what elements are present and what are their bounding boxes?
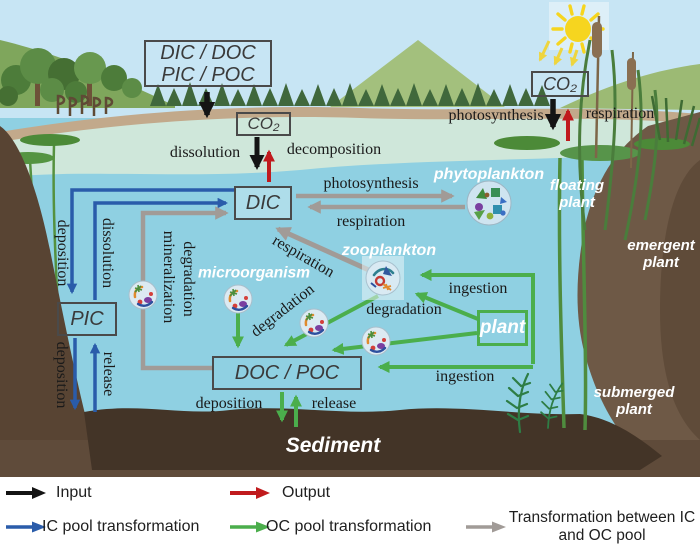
zooplankton-icon xyxy=(364,259,402,297)
label-deposition-pic-sediment: deposition xyxy=(53,341,70,409)
surface-pool-line1: DIC / DOC xyxy=(160,41,256,64)
dic-pool-box: DIC xyxy=(234,186,292,220)
legend-ic-oc-arrow xyxy=(466,521,506,533)
label-ingestion-zooplankton: ingestion xyxy=(448,280,508,297)
label-degradation-gray: degradation xyxy=(180,241,197,317)
pic-pool-box: PIC xyxy=(57,302,117,336)
microorganism-icon xyxy=(298,307,330,339)
label-respiration-air: respiration xyxy=(585,105,655,122)
label-microorganism: microorganism xyxy=(198,264,310,282)
arrow-plant-to-zooplankton-degradation xyxy=(414,292,479,321)
plant-box: plant xyxy=(477,310,528,346)
tree-cluster xyxy=(0,48,142,116)
arrow-zooplankton-to-dic-respiration xyxy=(275,226,373,274)
label-zooplankton: zooplankton xyxy=(341,242,437,260)
legend-output-label: Output xyxy=(282,484,331,501)
co2-lake-surface-box: CO₂ xyxy=(531,71,589,97)
phytoplankton-icon xyxy=(466,180,512,226)
co2-atmosphere-box: CO₂ xyxy=(236,112,291,136)
legend-oc-arrow xyxy=(230,521,270,533)
label-decomposition: decomposition xyxy=(286,141,382,158)
arrow-dic-to-pic-deposition xyxy=(66,188,234,295)
label-phytoplankton: phytoplankton xyxy=(433,166,545,184)
scene-graphics xyxy=(0,0,700,477)
label-deposition-doc: deposition xyxy=(195,395,263,412)
label-photosynthesis-air: photosynthesis xyxy=(448,107,544,124)
label-degradation-plant: degradation xyxy=(366,301,442,318)
surface-pool-line2: PIC / POC xyxy=(161,63,255,86)
lake-diagram-scene: DIC / DOC PIC / POC CO₂ CO₂ DIC PIC DOC … xyxy=(0,0,700,477)
label-dissolution: dissolution xyxy=(169,144,241,161)
label-release-pic: release xyxy=(100,351,117,397)
label-release-doc: release xyxy=(311,395,357,412)
label-submerged-plant: submerged plant xyxy=(593,384,675,418)
legend-output-arrow xyxy=(230,487,270,499)
label-respiration: respiration xyxy=(336,213,406,230)
label-ingestion-doc: ingestion xyxy=(435,368,495,385)
label-deposition-dic-pic: deposition xyxy=(54,219,71,287)
legend-input-arrow xyxy=(6,487,46,499)
legend-ic-oc-label: Transformation between IC and OC pool xyxy=(508,509,696,544)
legend-input-label: Input xyxy=(56,484,92,501)
doc-poc-pool-box: DOC / POC xyxy=(212,356,362,390)
legend: Input Output IC pool transformation OC p… xyxy=(0,477,700,548)
label-photosynthesis: photosynthesis xyxy=(323,175,419,192)
legend-ic-arrow xyxy=(6,521,46,533)
arrow-plant-to-doc-degradation xyxy=(331,331,478,355)
microorganism-icon xyxy=(222,283,254,315)
sediment-bed xyxy=(0,408,700,477)
cattail-plants xyxy=(578,15,700,241)
flow-arrows xyxy=(66,92,574,427)
label-emergent-plant: emergent plant xyxy=(627,237,695,271)
legend-oc-label: OC pool transformation xyxy=(266,518,432,535)
sunlight-arrows xyxy=(538,40,579,67)
legend-ic-label: IC pool transformation xyxy=(42,518,200,535)
label-mineralization: mineralization xyxy=(160,230,177,324)
microorganism-icon xyxy=(360,325,392,357)
label-sediment: Sediment xyxy=(285,434,381,458)
label-dissolution-pic-dic: dissolution xyxy=(99,217,116,289)
label-floating-plant: floating plant xyxy=(549,177,605,211)
arrow-plant-to-zooplankton-ingestion xyxy=(419,269,535,364)
arrow-pic-to-dic-dissolution xyxy=(93,197,229,300)
surface-carbon-pool-box: DIC / DOC PIC / POC xyxy=(144,40,272,87)
arrow-zooplankton-to-doc-degradation xyxy=(283,294,379,347)
microorganism-icon xyxy=(127,279,159,311)
